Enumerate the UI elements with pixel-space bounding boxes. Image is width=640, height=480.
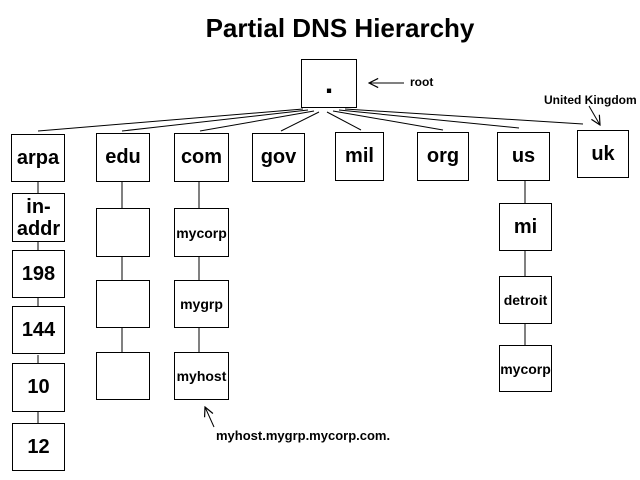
node-org: org xyxy=(417,132,469,181)
node-144: 144 xyxy=(12,306,65,354)
node-10: 10 xyxy=(12,363,65,412)
node-myhost: myhost xyxy=(174,352,229,400)
node-us: us xyxy=(497,132,550,181)
node-edu: edu xyxy=(96,133,150,182)
node-gov: gov xyxy=(252,133,305,182)
root-fan-lines xyxy=(37,108,584,132)
node-mygrp: mygrp xyxy=(174,280,229,328)
root-annotation-label: root xyxy=(410,75,434,89)
united-kingdom-arrow xyxy=(588,105,600,125)
node-com: com xyxy=(174,133,229,182)
fqdn-annotation-label: myhost.mygrp.mycorp.com. xyxy=(216,428,391,443)
node-edu-child-1 xyxy=(96,208,150,257)
node-uk: uk xyxy=(577,130,629,178)
node-in-addr: in- addr xyxy=(12,193,65,242)
diagram-title: Partial DNS Hierarchy xyxy=(205,13,475,43)
node-root: . xyxy=(301,59,357,108)
node-detroit: detroit xyxy=(499,276,552,324)
node-mi: mi xyxy=(499,203,552,251)
node-mycorp: mycorp xyxy=(174,208,229,257)
united-kingdom-annotation-label: United Kingdom xyxy=(544,93,637,107)
node-198: 198 xyxy=(12,250,65,298)
node-edu-child-2 xyxy=(96,280,150,328)
node-edu-child-3 xyxy=(96,352,150,400)
fqdn-arrow xyxy=(205,407,215,428)
node-arpa: arpa xyxy=(11,134,65,182)
node-us-mycorp: mycorp xyxy=(499,345,552,392)
node-12: 12 xyxy=(12,423,65,471)
node-mil: mil xyxy=(335,132,384,181)
